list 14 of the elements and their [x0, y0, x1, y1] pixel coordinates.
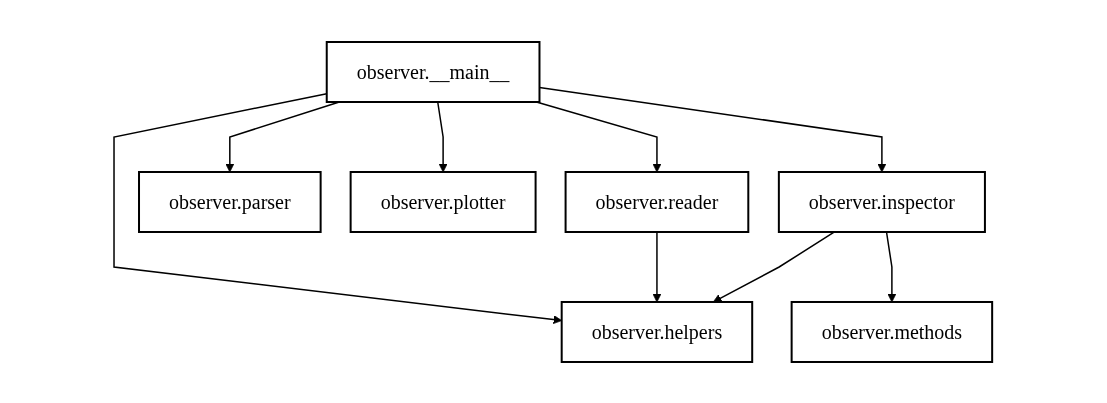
- arrow: [113, 92, 563, 324]
- node-box: observer.helpers: [561, 300, 754, 363]
- node-box: observer.plotter: [350, 170, 537, 233]
- arrow: [536, 100, 662, 172]
- arrow: [886, 230, 897, 302]
- node-box: observer.methods: [791, 300, 994, 363]
- arrow: [539, 86, 887, 172]
- node-box: observer.parser: [138, 170, 323, 233]
- arrow: [652, 230, 662, 302]
- node-box: observer.inspector: [778, 170, 987, 233]
- arrow: [437, 100, 448, 172]
- arrow: [713, 230, 836, 302]
- node-box: observer.reader: [565, 170, 750, 233]
- node-box: observer.__main__: [326, 40, 541, 103]
